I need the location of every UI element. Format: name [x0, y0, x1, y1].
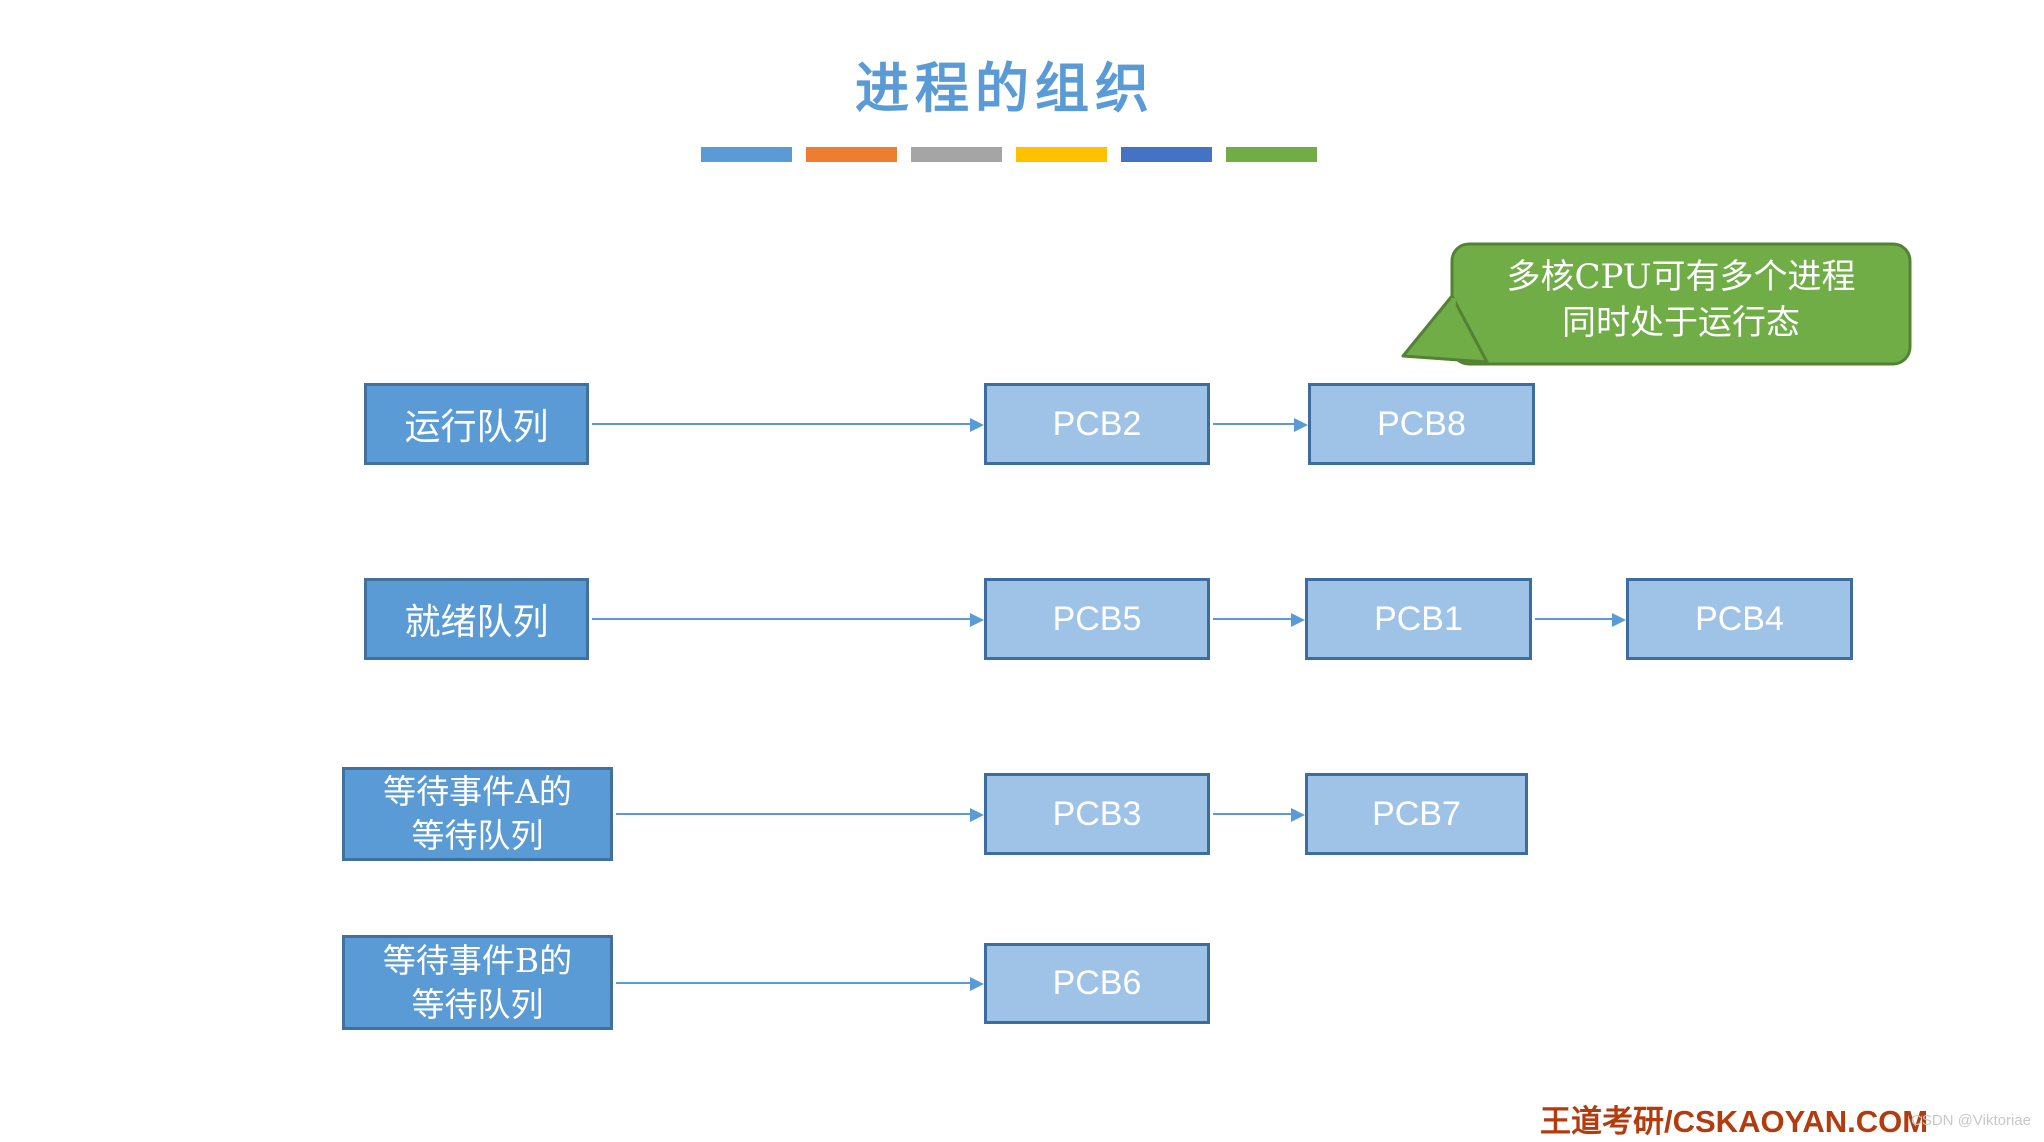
wait-queue-b-label-line1: 等待事件B的: [382, 940, 573, 980]
pcb6-node: PCB6: [984, 943, 1210, 1024]
accent-bar: [1016, 147, 1107, 162]
title-accent-bars: [701, 147, 1321, 162]
pcb1-node: PCB1: [1305, 578, 1532, 660]
arrow-pcb2-to-pcb8: [1213, 418, 1308, 432]
pcb2-node: PCB2: [984, 383, 1210, 465]
accent-bar: [911, 147, 1002, 162]
ready-queue-box: 就绪队列: [364, 578, 589, 660]
wait-queue-a-label-line2: 等待队列: [411, 816, 544, 855]
pcb1-label: PCB1: [1374, 599, 1463, 638]
pcb4-node: PCB4: [1626, 578, 1853, 660]
arrow-pcb1-to-pcb4: [1535, 613, 1626, 627]
arrow-pcb5-to-pcb1: [1213, 613, 1305, 627]
accent-bar: [1226, 147, 1317, 162]
pcb6-label: PCB6: [1052, 964, 1142, 1002]
arrow-ready-to-pcb5: [592, 613, 984, 627]
pcb3-label: PCB3: [1052, 794, 1142, 833]
pcb7-label: PCB7: [1372, 794, 1461, 833]
running-queue-box: 运行队列: [364, 383, 589, 465]
pcb2-label: PCB2: [1052, 404, 1142, 443]
arrow-pcb3-to-pcb7: [1213, 808, 1305, 822]
arrow-waitA-to-pcb3: [616, 808, 984, 822]
pcb5-node: PCB5: [984, 578, 1210, 660]
accent-bar: [1121, 147, 1212, 162]
pcb3-node: PCB3: [984, 773, 1210, 855]
arrow-waitB-to-pcb6: [616, 977, 984, 991]
callout-text: 多核CPU可有多个进程 同时处于运行态: [1452, 254, 1910, 346]
wait-queue-a-box: 等待事件A的 等待队列: [342, 767, 613, 861]
wait-queue-b-label-line2: 等待队列: [411, 984, 544, 1024]
pcb8-label: PCB8: [1377, 404, 1466, 443]
ready-queue-label: 就绪队列: [404, 602, 549, 643]
page-title: 进程的组织: [855, 56, 1155, 120]
wait-queue-b-box: 等待事件B的 等待队列: [342, 935, 613, 1030]
accent-bar: [806, 147, 897, 162]
pcb4-label: PCB4: [1695, 599, 1784, 638]
pcb8-node: PCB8: [1308, 383, 1535, 465]
callout-bubble: [1401, 242, 1912, 366]
callout-line-2: 同时处于运行态: [1562, 303, 1800, 343]
arrow-running-to-pcb2: [592, 418, 984, 432]
accent-bar: [701, 147, 792, 162]
pcb7-node: PCB7: [1305, 773, 1528, 855]
csdn-watermark: CSDN @Viktoriae: [1911, 1112, 2031, 1129]
pcb5-label: PCB5: [1052, 599, 1142, 638]
wait-queue-a-label-line1: 等待事件A的: [383, 772, 572, 811]
running-queue-label: 运行队列: [404, 407, 549, 448]
brand-watermark: 王道考研/CSKAOYAN.COM: [1540, 1104, 1929, 1139]
callout-line-1: 多核CPU可有多个进程: [1506, 257, 1856, 297]
